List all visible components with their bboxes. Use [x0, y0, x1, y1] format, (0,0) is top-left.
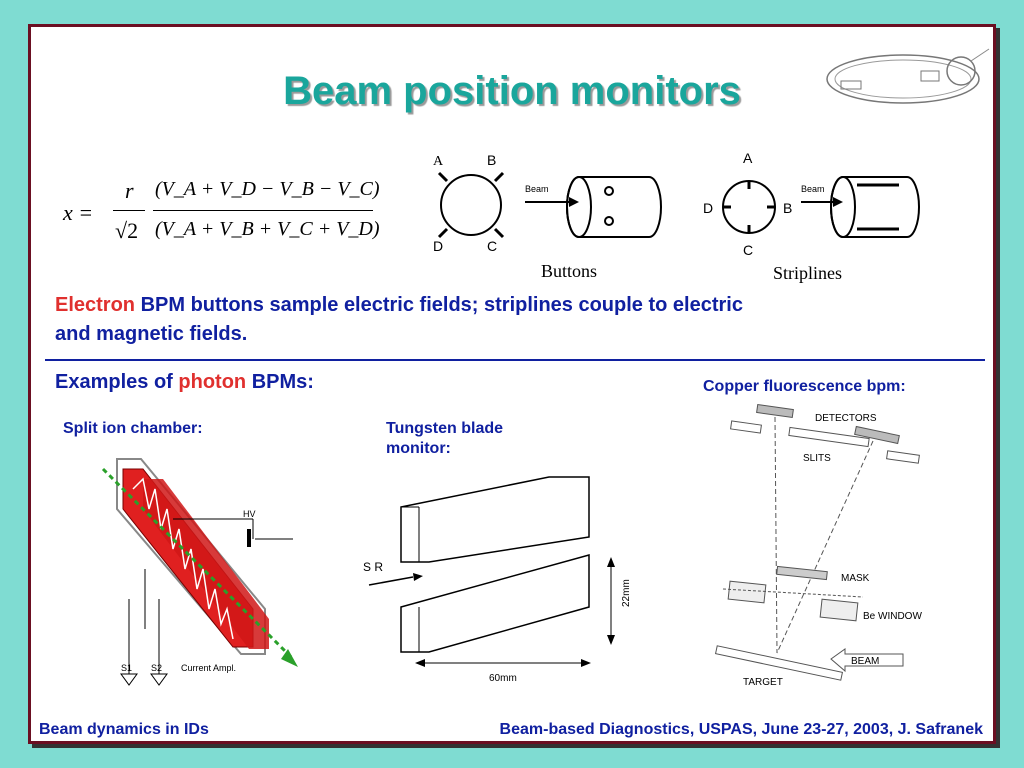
stripline-label-a: A: [743, 150, 753, 166]
storage-ring-logo: [826, 48, 990, 104]
electron-text-line1: BPM buttons sample electric fields; stri…: [135, 294, 743, 316]
photon-heading: Examples of photon BPMs:: [55, 368, 314, 397]
photon-heading-prefix: Examples of: [55, 371, 179, 393]
label-b: B: [487, 152, 496, 168]
dim-vertical-label: 22mm: [621, 579, 632, 607]
be-window-label: Be WINDOW: [863, 611, 922, 622]
photon-heading-suffix: BPMs:: [246, 371, 314, 393]
section-divider: [45, 359, 985, 361]
stripline-label-b: B: [783, 200, 792, 216]
electron-text-line2: and magnetic fields.: [55, 323, 248, 345]
slide: Beam position monitors x = r √2 (V_A + V…: [28, 24, 996, 744]
photon-highlight: photon: [178, 371, 247, 393]
bpm-buttons-striplines-figure: A B C D Beam Buttons A B C D Beam Stripl…: [433, 150, 920, 283]
mask-label: MASK: [841, 573, 870, 584]
copper-fluorescence-diagram: DETECTORS SLITS MASK Be WINDOW BEAM TARG…: [714, 403, 922, 688]
formula-denominator: (V_A + V_B + V_C + V_D): [155, 218, 380, 240]
electron-description: Electron BPM buttons sample electric fie…: [55, 291, 975, 349]
label-d: D: [433, 238, 443, 254]
target-label: TARGET: [743, 677, 783, 688]
stripline-beam-label: Beam: [801, 184, 825, 194]
label-c: C: [487, 238, 497, 254]
tungsten-blade-diagram: S R 22mm 60mm: [363, 476, 632, 684]
split-ion-chamber-diagram: HV S1 S2 Current Ampl.: [101, 458, 298, 686]
buttons-caption: Buttons: [541, 261, 597, 281]
footer-left: Beam dynamics in IDs: [39, 721, 209, 738]
split-ion-caption: Split ion chamber:: [63, 420, 203, 437]
dim-horizontal-label: 60mm: [489, 673, 517, 684]
formula-numerator: (V_A + V_D − V_B − V_C): [155, 178, 380, 200]
fraction-bar: [153, 210, 373, 211]
s2-label: S2: [151, 663, 162, 673]
tungsten-caption-line2: monitor:: [386, 440, 451, 457]
current-ampl-label: Current Ampl.: [181, 663, 236, 673]
hv-label: HV: [243, 509, 256, 519]
s1-label: S1: [121, 663, 132, 673]
detectors-label: DETECTORS: [815, 413, 877, 424]
bpm-position-formula: x = r √2 (V_A + V_D − V_B − V_C) (V_A + …: [63, 178, 383, 257]
footer-right: Beam-based Diagnostics, USPAS, June 23-2…: [499, 721, 983, 738]
copper-caption: Copper fluorescence bpm:: [703, 378, 906, 395]
fraction-bar: [113, 210, 145, 211]
electron-highlight: Electron: [55, 294, 136, 316]
stripline-label-c: C: [743, 242, 753, 258]
tungsten-caption-line1: Tungsten blade: [386, 420, 504, 437]
beam-label-copper: BEAM: [851, 656, 879, 667]
formula-lhs: x =: [63, 200, 94, 225]
tungsten-caption: Tungsten blade monitor:: [386, 419, 546, 459]
striplines-caption: Striplines: [773, 263, 842, 283]
sr-label: S R: [363, 560, 383, 574]
slits-label: SLITS: [803, 453, 831, 464]
stripline-label-d: D: [703, 200, 713, 216]
formula-coef-num: r: [125, 178, 134, 203]
page-title: Beam position monitors: [283, 69, 741, 113]
label-a: A: [433, 154, 444, 169]
formula-coef-den: √2: [115, 218, 139, 243]
beam-label: Beam: [525, 184, 549, 194]
